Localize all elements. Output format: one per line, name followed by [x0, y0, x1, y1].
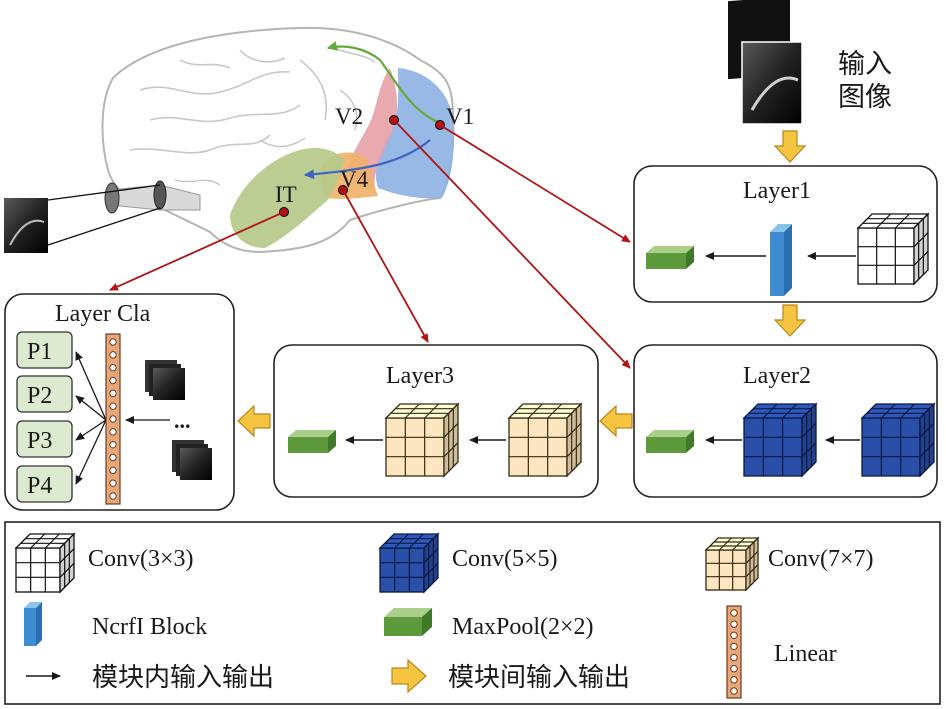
legend-maxpool-label: MaxPool(2×2): [452, 614, 594, 640]
class-p4: P4: [27, 473, 52, 499]
legend-linear-icon: [726, 605, 742, 699]
feature-ellipsis: ...: [174, 408, 191, 433]
arrow-v4-layer3: [342, 189, 429, 343]
legend-conv7-icon: [704, 536, 760, 592]
region-to-layer-arrows: [109, 119, 631, 369]
class-p3: P3: [27, 428, 52, 454]
input-image: 输入 图像: [728, 0, 892, 125]
layer3-conv7-cube-right: [507, 402, 583, 478]
layer3-title: Layer3: [386, 363, 454, 389]
label-v1: V1: [446, 104, 474, 129]
legend-linear-label: Linear: [774, 641, 837, 667]
eye-retina: [153, 180, 167, 210]
legend-maxpool-icon: [384, 608, 432, 636]
legend-inter-label: 模块间输入输出: [448, 663, 630, 693]
label-v4: V4: [340, 167, 369, 192]
arrow-v2-layer2: [393, 119, 631, 369]
legend: Conv(3×3) Conv(5×5) Conv(7×7) NcrfI Bloc…: [4, 521, 941, 705]
layer2-conv5-cube-left: [742, 402, 818, 478]
view-ray-top: [47, 184, 161, 201]
layer3-conv7-cube-left: [384, 402, 460, 478]
class-p1: P1: [27, 339, 52, 365]
legend-conv3-icon: [14, 532, 76, 594]
feature-maps: [145, 360, 212, 480]
region-v1: [375, 68, 454, 199]
layercla-linear-bar: [105, 333, 121, 505]
input-image-texture: [750, 76, 799, 111]
layer1-maxpool: [646, 246, 694, 269]
layer2-maxpool: [646, 430, 694, 453]
view-ray-bottom: [47, 207, 161, 246]
label-v2: V2: [335, 104, 363, 129]
layer2-module: Layer2: [633, 344, 938, 498]
arrow-it-layercla: [109, 211, 285, 291]
legend-box: [4, 521, 941, 705]
thumb-texture: [9, 219, 45, 246]
class-p2: P2: [27, 383, 52, 409]
brain-illustration: V1 V2 V4 IT: [4, 26, 474, 254]
arrow-layer2-layer3: [599, 404, 633, 438]
legend-conv7-label: Conv(7×7): [768, 546, 874, 572]
layer2-conv5-cube-right: [860, 402, 936, 478]
layer1-title: Layer1: [743, 178, 811, 204]
label-it: IT: [275, 182, 297, 207]
inter-module-arrows: [237, 130, 807, 438]
layercla-module: Layer Cla P1 P2 P3 P4: [4, 293, 235, 511]
layer1-ncrfi-block: [770, 224, 792, 296]
arrow-layer1-layer2: [773, 304, 807, 337]
arrow-input-layer1: [773, 130, 807, 163]
input-label-line1: 输入: [838, 49, 892, 80]
layercla-title: Layer Cla: [55, 301, 151, 327]
brain-sulci: [129, 44, 376, 186]
legend-ncrfi-label: NcrfI Block: [92, 614, 207, 640]
arrow-v1-layer1: [439, 124, 631, 243]
input-label-line2: 图像: [838, 82, 892, 113]
linear-to-class-arrows: [75, 351, 170, 485]
eye-lens: [104, 182, 120, 214]
layer3-module: Layer3: [273, 344, 599, 498]
layer1-conv3-cube: [856, 212, 930, 286]
legend-conv3-label: Conv(3×3): [88, 546, 194, 572]
legend-ncrfi-icon: [24, 602, 42, 646]
layer3-maxpool: [288, 430, 336, 453]
dorsal-stream-arrow: [327, 41, 439, 124]
class-boxes: P1 P2 P3 P4: [16, 331, 73, 503]
legend-conv5-label: Conv(5×5): [452, 546, 558, 572]
legend-intra-label: 模块内输入输出: [92, 663, 274, 693]
layer1-module: Layer1: [633, 165, 938, 303]
legend-inter-arrow-icon: [391, 658, 427, 694]
layer2-title: Layer2: [743, 363, 811, 389]
arrow-layer3-layercla: [237, 404, 271, 438]
legend-conv5-icon: [378, 532, 440, 594]
